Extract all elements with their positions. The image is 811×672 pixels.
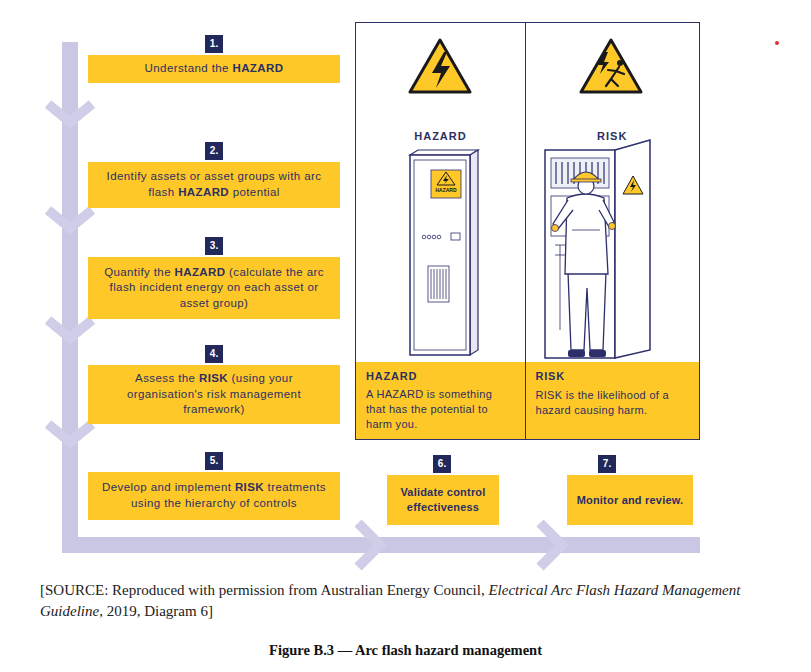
process-box: 6.Validate control effectiveness (387, 475, 499, 525)
band-text: RISK is the likelihood of a hazard causi… (536, 388, 690, 418)
closed-cabinet (451, 233, 460, 240)
text-run: Assess the (135, 372, 199, 384)
open-cabinet (615, 140, 650, 358)
panel-label: HAZARD (356, 130, 525, 142)
closed-cabinet (432, 235, 436, 239)
closed-cabinet (410, 150, 478, 355)
step-text: Identify assets or asset groups with arc… (100, 169, 328, 200)
closed-cabinet (431, 269, 446, 299)
process-flow-bar (48, 104, 92, 122)
text-run: RISK (235, 481, 264, 493)
step-number: 4. (205, 345, 223, 363)
band-heading: HAZARD (366, 369, 515, 384)
text-run: [SOURCE: Reproduced with permission from… (40, 582, 481, 598)
open-cabinet (623, 176, 643, 194)
process-box: 4.Assess the RISK (using your organisati… (88, 365, 340, 424)
page-mark (775, 41, 779, 45)
worker-figure (568, 350, 585, 357)
open-cabinet (630, 180, 636, 192)
text-run: RISK (199, 372, 228, 384)
step-number: 3. (205, 237, 223, 255)
closed-cabinet (427, 235, 431, 239)
worker-figure (552, 225, 559, 232)
closed-cabinet (428, 266, 449, 302)
open-cabinet (545, 150, 615, 358)
text-run: HAZARD (175, 266, 226, 278)
text-run: , (481, 582, 489, 598)
step-number: 2. (205, 142, 223, 160)
process-flow-bar (358, 523, 380, 567)
text-run: , (137, 603, 145, 619)
panel-label: RISK (526, 130, 700, 142)
worker-figure (572, 230, 600, 231)
step-number: 5. (205, 452, 223, 470)
band-heading: RISK (536, 369, 690, 384)
hazard-warning-sign (410, 40, 470, 92)
closed-cabinet (443, 175, 449, 184)
text-run: HAZARD (178, 186, 229, 198)
worker-figure (589, 350, 606, 357)
definition-band: HAZARD A HAZARD is something that has the… (356, 362, 525, 439)
text-run: Diagram 6] (144, 603, 213, 619)
closed-cabinet (437, 235, 441, 239)
open-cabinet (545, 140, 650, 358)
text-run: potential (229, 186, 280, 198)
worker-figure (552, 172, 616, 357)
process-box: 3.Quantify the HAZARD (calculate the arc… (88, 257, 340, 319)
closed-cabinet (431, 170, 461, 198)
open-cabinet (556, 162, 604, 184)
text-run: 2019 (107, 603, 137, 619)
risk-warning-sign (617, 60, 623, 66)
worker-figure (609, 223, 616, 230)
step-number: 7. (598, 455, 616, 473)
process-flow-bar (540, 523, 562, 567)
step-text: Quantify the HAZARD (calculate the arc f… (100, 265, 328, 312)
closed-cabinet (437, 172, 455, 185)
process-flow-bar (48, 424, 92, 442)
figure-caption: Figure B.3 — Arc flash hazard management (0, 641, 811, 660)
process-flow-bar (48, 210, 92, 228)
text-run: HAZARD (232, 62, 283, 74)
concept-panel: HAZARD A HAZARD is something that has the… (355, 22, 526, 440)
concept-panel: RISK RISK is the likelihood of a hazard c… (525, 22, 701, 440)
step-text: Monitor and review. (577, 493, 684, 508)
step-text: Assess the RISK (using your organisation… (100, 371, 328, 418)
closed-cabinet (470, 150, 478, 355)
hazard-warning-sign (432, 52, 450, 88)
definition-band: RISK RISK is the likelihood of a hazard c… (526, 362, 700, 439)
step-text: Understand the HAZARD (145, 61, 284, 77)
process-box: 2.Identify assets or asset groups with a… (88, 162, 340, 208)
text-run: , (99, 603, 107, 619)
text-run: Develop and implement (102, 481, 235, 493)
process-box: 5.Develop and implement RISK treatments … (88, 472, 340, 520)
step-text: Develop and implement RISK treatments us… (100, 480, 328, 511)
band-text: A HAZARD is something that has the poten… (366, 387, 515, 432)
closed-cabinet (414, 160, 466, 350)
closed-cabinet (422, 235, 426, 239)
text-run: Understand the (145, 62, 233, 74)
sign-text: HAZARD (431, 187, 461, 193)
worker-figure (568, 272, 606, 350)
risk-warning-sign (606, 67, 624, 86)
process-flow-bar (48, 320, 92, 338)
text-run: Quantify the (104, 266, 174, 278)
worker-figure (571, 179, 601, 182)
page-mark (775, 41, 779, 45)
source-note: [SOURCE: Reproduced with permission from… (40, 580, 770, 622)
process-box: 1.Understand the HAZARD (88, 55, 340, 83)
closed-cabinet (410, 155, 470, 355)
risk-warning-sign (581, 40, 641, 92)
step-number: 1. (205, 35, 223, 53)
step-number: 6. (433, 455, 451, 473)
process-flow-bar (48, 42, 700, 567)
process-box: 7.Monitor and review. (567, 475, 693, 525)
hazard-warning-sign (410, 40, 470, 92)
risk-warning-sign (581, 40, 641, 92)
step-text: Validate control effectiveness (391, 485, 495, 515)
process-flow-bar (70, 42, 700, 545)
